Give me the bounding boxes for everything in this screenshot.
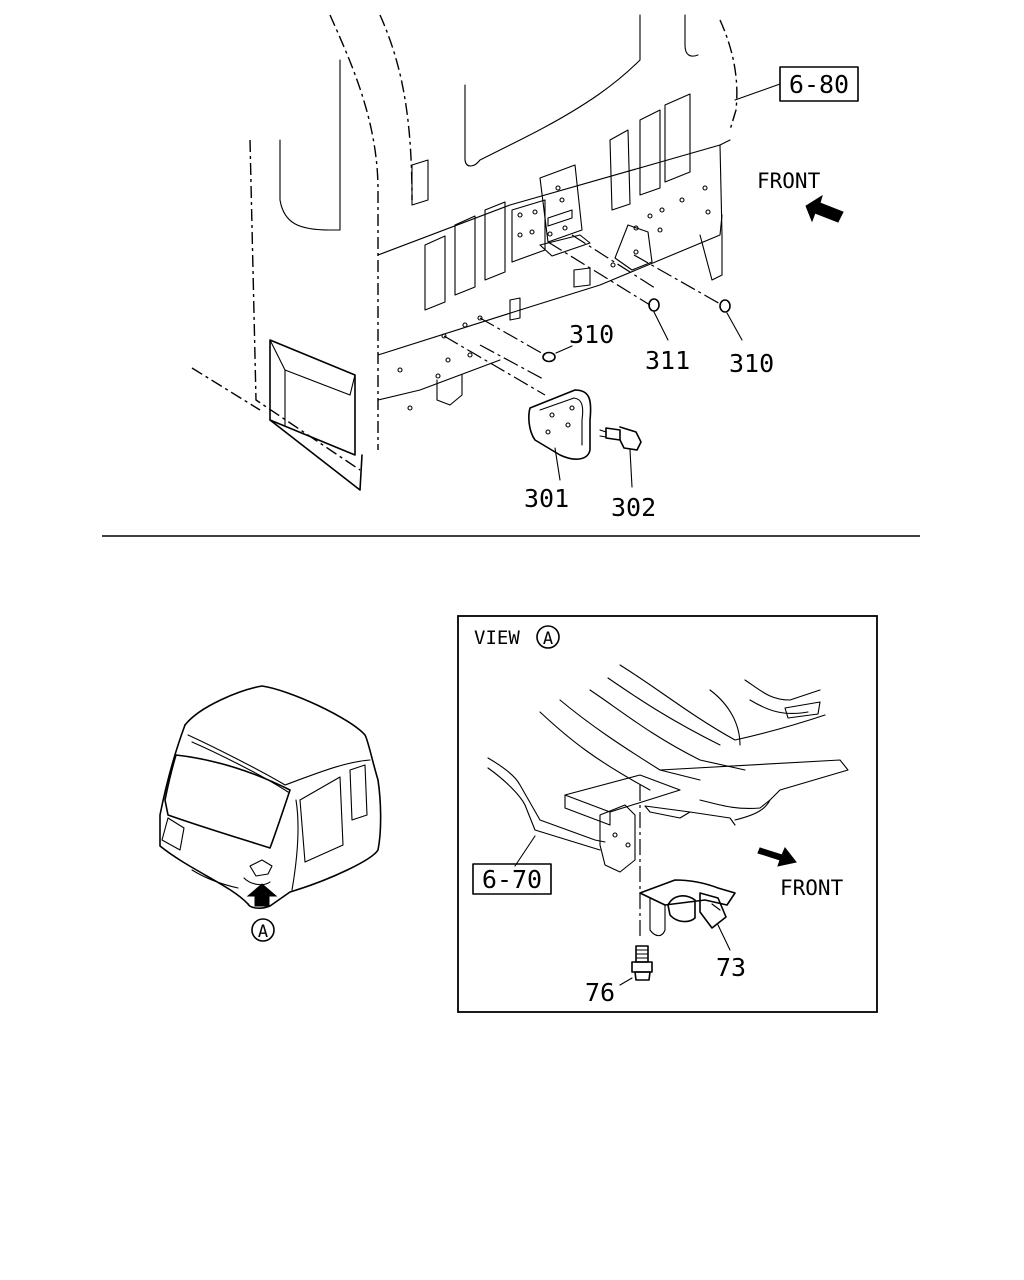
- callout-311: 311: [645, 346, 690, 375]
- front-arrow-lower-icon: [757, 847, 797, 867]
- callout-310-b: 310: [729, 349, 774, 378]
- callout-310-a: 310: [569, 320, 614, 349]
- part-311-washer: [648, 298, 669, 341]
- front-arrow-upper-icon: [805, 194, 844, 223]
- view-a-arrow-icon: [246, 883, 278, 907]
- upper-cab-illustration: [191, 14, 738, 491]
- front-label-lower: FRONT: [780, 876, 844, 900]
- part-301-bracket: [528, 389, 592, 481]
- view-a-title: VIEW: [474, 627, 520, 649]
- ref-box-6-70: [472, 863, 552, 895]
- part-76-bolt: [619, 945, 653, 986]
- front-indicator-upper: FRONT: [757, 169, 844, 223]
- part-73-mount: [639, 879, 736, 951]
- callout-301: 301: [524, 484, 569, 513]
- ref-box-6-80: [779, 66, 859, 102]
- detail-frame-illustration: [487, 664, 849, 940]
- view-a-marker-circle: [251, 918, 275, 942]
- cab-overview-illustration: [159, 685, 382, 909]
- mount-part-icon: [249, 859, 273, 877]
- view-a-title-circle: [536, 625, 560, 649]
- view-a-marker-label: A: [258, 922, 268, 942]
- callout-73: 73: [716, 953, 746, 982]
- ref-6-80-label: 6-80: [789, 70, 849, 99]
- ref-6-70-callout: 6-70: [472, 835, 552, 895]
- ref-6-70-label: 6-70: [482, 865, 542, 894]
- bolt-holes: [397, 185, 711, 411]
- front-indicator-lower: FRONT: [757, 847, 844, 900]
- part-302-bolt: [599, 426, 642, 488]
- callout-302: 302: [611, 493, 656, 522]
- part-310-washer-b: [719, 299, 743, 341]
- view-a-title-marker: A: [543, 629, 553, 649]
- callout-76: 76: [585, 978, 615, 1007]
- ref-6-80-callout: 6-80: [734, 66, 859, 102]
- view-a-detail-frame: [457, 615, 878, 1013]
- front-label-upper: FRONT: [757, 169, 821, 193]
- part-310-washer-a: [542, 351, 556, 363]
